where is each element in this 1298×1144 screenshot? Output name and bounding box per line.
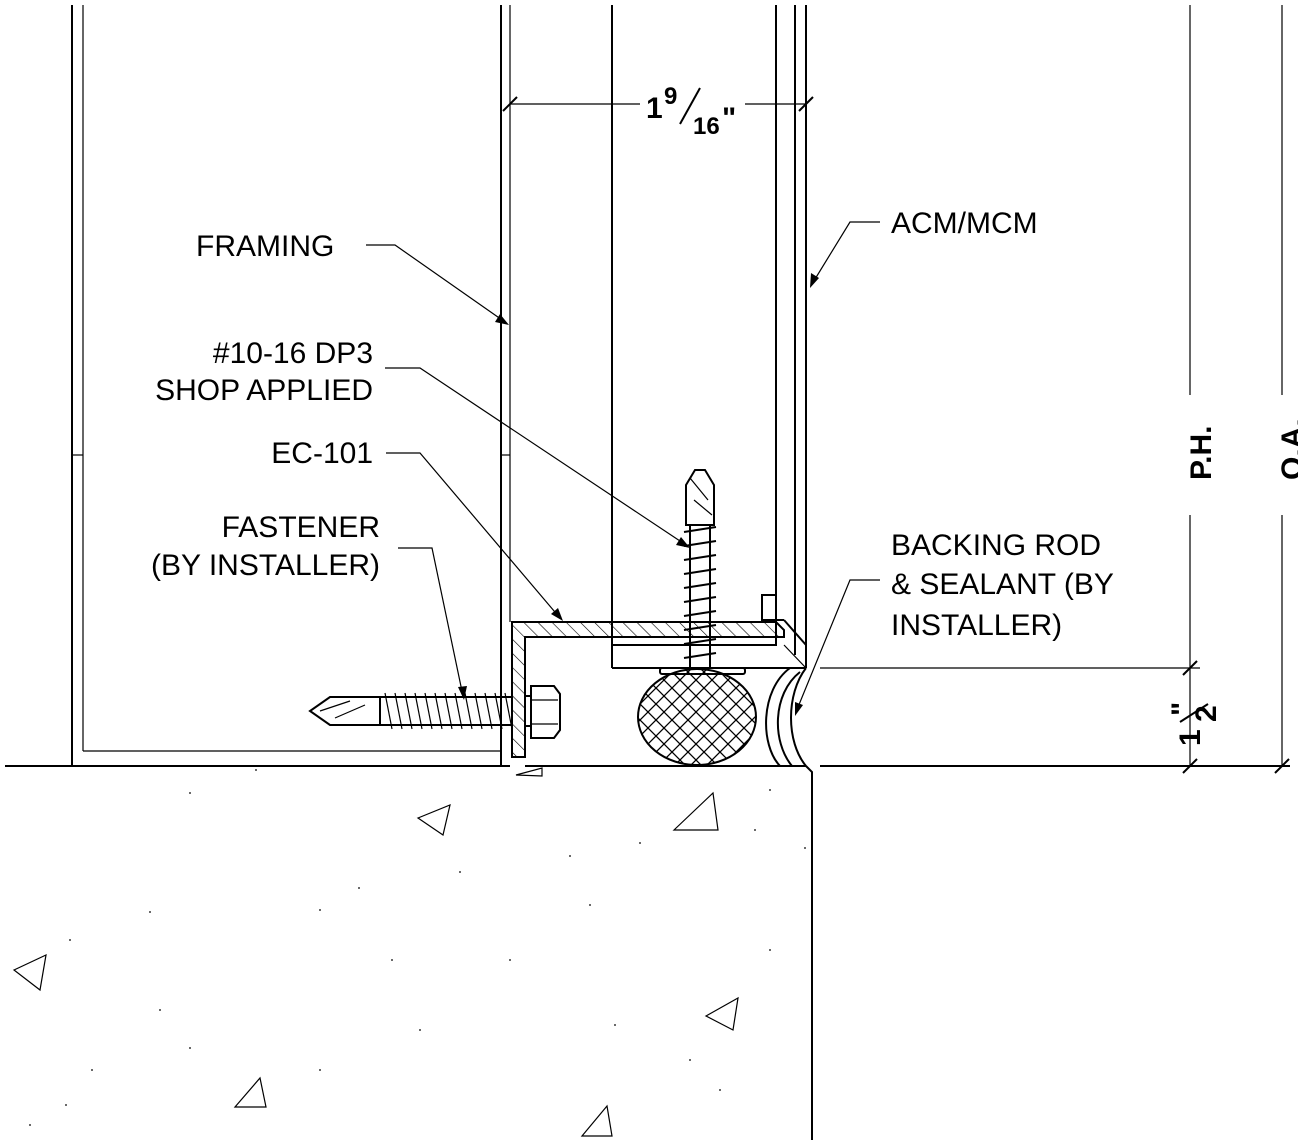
sealant-bead xyxy=(765,667,807,767)
ec101-angle xyxy=(511,621,785,758)
width-dimension: 1 9 16 " xyxy=(502,83,814,140)
label-fastener-line2: (BY INSTALLER) xyxy=(151,549,380,582)
concrete-slab xyxy=(5,765,1290,1140)
width-dim-whole: 1 xyxy=(646,92,663,125)
oa-dimension: O.A. xyxy=(1276,418,1298,480)
label-acm-mcm: ACM/MCM xyxy=(891,207,1038,240)
gap-dim-unit: " xyxy=(1166,702,1199,716)
label-fastener-line1: FASTENER xyxy=(222,511,380,544)
ph-dimension: P.H. xyxy=(1185,426,1218,480)
label-backing-line2: & SEALANT (BY xyxy=(891,568,1114,601)
label-ec101: EC-101 xyxy=(271,437,373,470)
gap-dim-whole: 1 xyxy=(1174,729,1207,746)
field-fastener xyxy=(308,685,561,739)
framing-stud xyxy=(71,5,511,766)
label-backing-line1: BACKING ROD xyxy=(891,529,1101,562)
label-framing: FRAMING xyxy=(196,230,334,263)
shop-screw xyxy=(659,469,746,675)
width-dim-numerator: 9 xyxy=(664,83,677,110)
leaders xyxy=(366,221,880,716)
backing-rod xyxy=(637,668,757,766)
width-dim-unit: " xyxy=(722,102,736,135)
width-dim-denominator: 16 xyxy=(693,113,720,140)
label-screw-line1: #10-16 DP3 xyxy=(213,337,373,370)
gap-dim-denominator: 2 xyxy=(1190,705,1223,722)
label-backing-line3: INSTALLER) xyxy=(891,609,1062,642)
height-dimensions: P.H. O.A. 1 2 " xyxy=(820,5,1298,774)
label-screw-line2: SHOP APPLIED xyxy=(155,374,373,407)
